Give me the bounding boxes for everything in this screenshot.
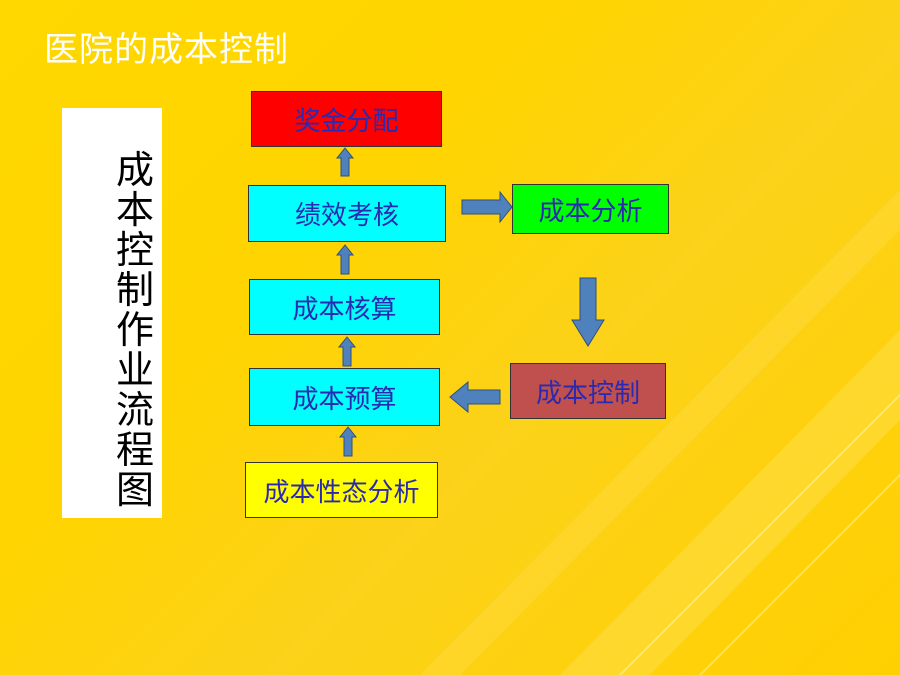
side-label: 成本控制作业流程图 [115, 148, 154, 512]
arrow-left-icon [449, 380, 501, 414]
box-cost-accounting: 成本核算 [249, 279, 440, 335]
arrow-right-icon [461, 190, 513, 224]
box-cost-behavior: 成本性态分析 [245, 462, 438, 518]
box-performance: 绩效考核 [248, 185, 446, 242]
box-cost-analysis: 成本分析 [512, 184, 669, 234]
box-bonus: 奖金分配 [251, 91, 442, 147]
arrow-down-icon [571, 277, 605, 347]
arrow-up-icon [338, 426, 358, 457]
slide-title: 医院的成本控制 [44, 30, 289, 70]
arrow-up-icon [335, 147, 355, 177]
side-label-panel [62, 108, 162, 518]
arrow-up-icon [337, 336, 357, 367]
box-cost-control: 成本控制 [510, 363, 666, 419]
arrow-up-icon [335, 244, 355, 275]
box-cost-budget: 成本预算 [249, 368, 440, 426]
